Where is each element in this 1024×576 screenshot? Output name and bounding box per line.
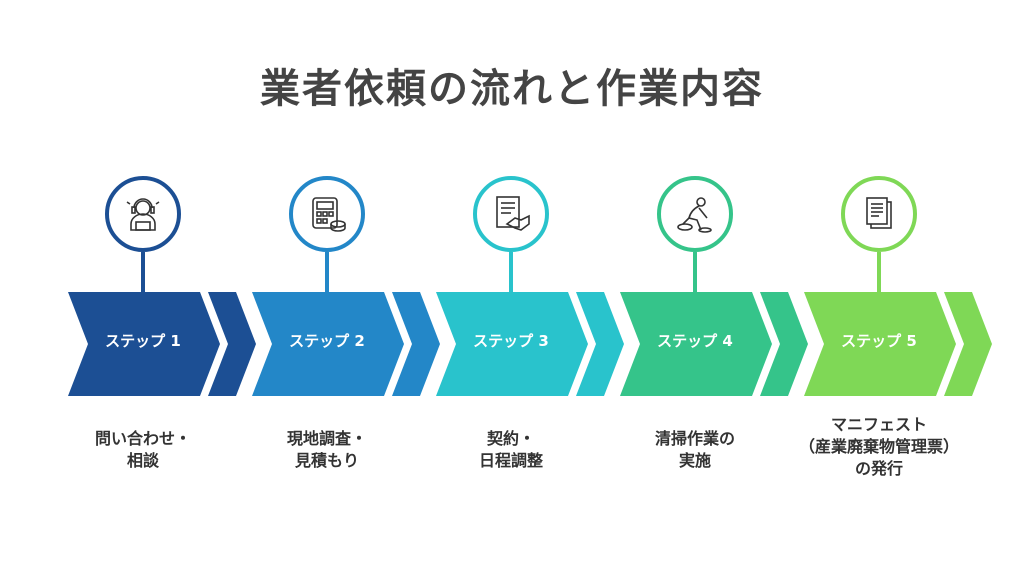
connector-line <box>325 252 329 292</box>
page-title: 業者依頼の流れと作業内容 <box>260 66 764 112</box>
step-1: ステップ 1 問い合わせ・ 相談 <box>68 170 258 530</box>
connector-line <box>877 252 881 292</box>
step-label: ステップ 5 <box>841 332 917 350</box>
calculator-coins-icon <box>289 176 365 252</box>
step-description: 現地調査・ 見積もり <box>286 429 367 470</box>
step-description: マニフェスト （産業廃棄物管理票） の発行 <box>798 415 959 478</box>
cleaning-worker-icon <box>657 176 733 252</box>
chevron-arrow <box>436 292 624 396</box>
step-description: 契約・ 日程調整 <box>478 429 543 470</box>
step-label: ステップ 2 <box>289 332 365 350</box>
chevron-arrow <box>804 292 992 396</box>
chevron-arrow <box>252 292 440 396</box>
step-4: ステップ 4 清掃作業の 実施 <box>620 170 810 530</box>
step-label: ステップ 4 <box>657 332 733 350</box>
step-label: ステップ 1 <box>105 332 181 350</box>
chevron-arrow <box>68 292 256 396</box>
step-label: ステップ 3 <box>473 332 549 350</box>
step-2: ステップ 2 現地調査・ 見積もり <box>252 170 442 530</box>
connector-line <box>141 252 145 292</box>
step-3: ステップ 3 契約・ 日程調整 <box>436 170 626 530</box>
step-5: ステップ 5 マニフェスト （産業廃棄物管理票） の発行 <box>799 170 994 530</box>
connector-line <box>509 252 513 292</box>
step-description: 清掃作業の 実施 <box>654 429 735 470</box>
headset-operator-icon <box>105 176 181 252</box>
connector-line <box>693 252 697 292</box>
contract-handshake-icon <box>473 176 549 252</box>
documents-icon <box>841 176 917 252</box>
chevron-arrow <box>620 292 808 396</box>
step-description: 問い合わせ・ 相談 <box>94 429 191 470</box>
